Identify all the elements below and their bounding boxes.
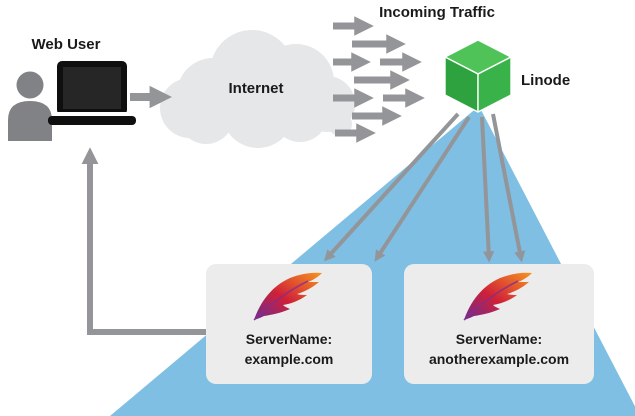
server-box-anotherexample	[404, 264, 594, 384]
web-user-label: Web User	[32, 36, 101, 53]
cube-to-server-arrows	[323, 112, 526, 263]
web-user-person-icon	[8, 71, 52, 141]
server2-domain: anotherexample.com	[429, 351, 569, 367]
internet-cloud-icon	[160, 30, 355, 148]
server1-name-label: ServerName:	[246, 331, 332, 347]
linode-cube-icon	[444, 39, 512, 113]
incoming-traffic-arrows	[333, 16, 425, 143]
server1-domain: example.com	[245, 351, 334, 367]
server-box-example	[206, 264, 372, 384]
linode-label: Linode	[521, 72, 570, 89]
incoming-traffic-label: Incoming Traffic	[379, 4, 495, 21]
return-to-user-arrow	[81, 147, 212, 335]
server2-name-label: ServerName:	[456, 331, 542, 347]
laptop-icon	[48, 61, 136, 125]
internet-label: Internet	[228, 80, 283, 97]
